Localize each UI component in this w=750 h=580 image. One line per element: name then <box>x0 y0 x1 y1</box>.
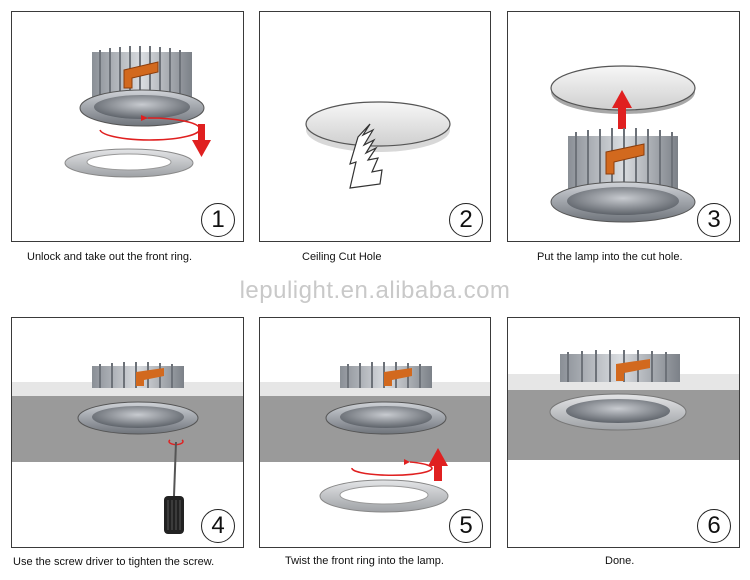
downlight-lamp <box>79 46 205 127</box>
pull-down-arrow <box>192 124 211 157</box>
step-number-badge: 5 <box>449 509 483 543</box>
step-1-panel: 1 <box>11 11 244 242</box>
ceiling-cut-illustration <box>305 101 451 189</box>
installed-lamp-illustration <box>508 350 739 460</box>
downlight-lamp <box>92 362 184 388</box>
front-ring <box>64 148 194 178</box>
step-number-badge: 1 <box>201 203 235 237</box>
step-number-badge: 6 <box>697 509 731 543</box>
step-2-panel: 2 <box>259 11 491 242</box>
step-5-caption: Twist the front ring into the lamp. <box>285 555 444 567</box>
step-6-panel: 6 <box>507 317 740 548</box>
step-6-caption: Done. <box>605 555 635 567</box>
ceiling-top-surface <box>12 382 243 396</box>
ring-twist-illustration <box>260 362 490 513</box>
downlight-lamp <box>340 362 432 388</box>
step-number-badge: 2 <box>449 203 483 237</box>
lamp-insertion-illustration <box>550 65 696 223</box>
step-number-badge: 4 <box>201 509 235 543</box>
step-number-badge: 3 <box>697 203 731 237</box>
screwdriver-icon <box>164 441 184 534</box>
downlight-lamp <box>550 128 696 223</box>
lamp-removal-illustration <box>64 46 211 178</box>
ceiling-hole <box>305 101 451 152</box>
saw-blade-icon <box>349 123 383 189</box>
step-3-panel: 3 <box>507 11 740 242</box>
push-up-arrow <box>612 90 632 129</box>
step-4-caption: Use the screw driver to tighten the scre… <box>13 556 215 568</box>
step-1-caption: Unlock and take out the front ring. <box>27 251 193 263</box>
rotation-arrow <box>351 459 433 477</box>
step-5-panel: 5 <box>259 317 491 548</box>
rotation-arrow <box>99 115 201 141</box>
step-2-caption: Ceiling Cut Hole <box>302 251 382 263</box>
front-ring <box>319 479 449 513</box>
push-up-arrow <box>428 448 448 481</box>
front-ring <box>549 393 687 431</box>
ceiling-top-surface <box>260 382 490 396</box>
watermark: lepulight.en.alibaba.com <box>239 277 511 304</box>
screw-tightening-illustration <box>12 362 243 534</box>
step-3-caption: Put the lamp into the cut hole. <box>537 251 683 263</box>
step-4-panel: 4 <box>11 317 244 548</box>
downlight-lamp <box>560 350 680 382</box>
